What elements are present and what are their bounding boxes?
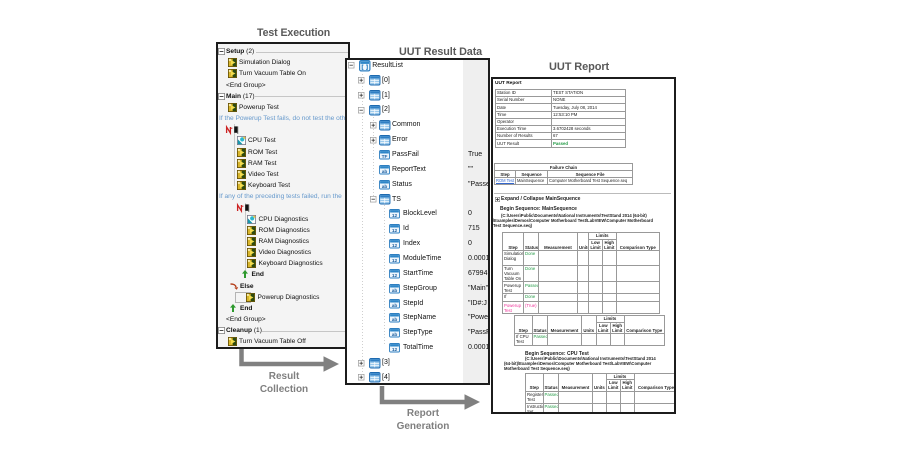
svg-text:12: 12 <box>392 258 398 264</box>
svg-text:12: 12 <box>392 213 398 219</box>
svg-text:TF: TF <box>381 154 387 160</box>
svg-text:ab: ab <box>392 317 398 323</box>
svg-text:12: 12 <box>392 273 398 279</box>
svg-text:ab: ab <box>381 169 387 175</box>
svg-text:12: 12 <box>392 228 398 234</box>
svg-text:12: 12 <box>392 347 398 353</box>
svg-text:ab: ab <box>392 332 398 338</box>
svg-text:12: 12 <box>392 243 398 249</box>
svg-text:ab: ab <box>392 303 398 309</box>
svg-text:ab: ab <box>381 184 387 190</box>
svg-text:ab: ab <box>392 288 398 294</box>
